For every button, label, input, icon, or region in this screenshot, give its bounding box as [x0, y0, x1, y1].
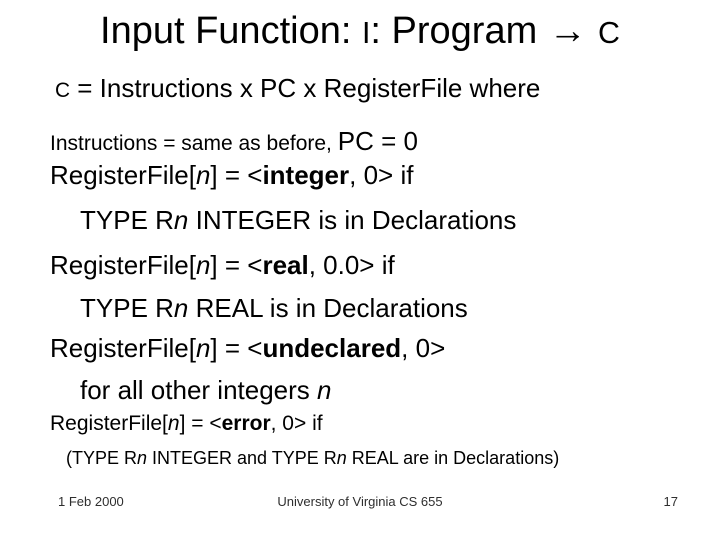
instructions-text: Instructions = same as before,	[50, 132, 338, 155]
configuration-symbol: C	[598, 16, 620, 50]
title-text-lead: Input Function:	[100, 10, 362, 52]
line-instructions-pc: Instructions = same as before, PC = 0	[50, 126, 418, 156]
text-segment: INTEGER and TYPE R	[147, 448, 337, 468]
line-registerfile-undeclared: RegisterFile[n] = <undeclared, 0>	[50, 333, 446, 363]
text-segment: INTEGER is in Declarations	[188, 205, 517, 235]
slide-page-number: 17	[663, 494, 678, 509]
var-n: n	[317, 375, 332, 405]
footer-course-label: University of Virginia CS 655	[277, 494, 443, 509]
line-type-integer-condition: TYPE Rn INTEGER is in Declarations	[80, 205, 517, 235]
text-segment: ] = <	[179, 412, 222, 435]
text-segment: TYPE R	[80, 293, 174, 323]
error-keyword: error	[221, 412, 271, 435]
pc-value-text: PC = 0	[337, 126, 418, 156]
var-n: n	[195, 333, 211, 363]
line-registerfile-error: RegisterFile[n] = <error, 0> if	[50, 412, 323, 435]
line-error-condition: (TYPE Rn INTEGER and TYPE Rn REAL are in…	[66, 448, 560, 468]
text-segment: , 0> if	[270, 412, 323, 435]
real-keyword: real	[262, 250, 309, 280]
slide-title: Input Function: I: Program→ C	[0, 11, 720, 51]
var-n: n	[137, 448, 148, 468]
text-segment: RegisterFile[	[50, 250, 196, 280]
title-text-mid: : Program	[370, 10, 538, 52]
text-segment: for all other integers	[80, 375, 318, 405]
integer-keyword: integer	[262, 160, 350, 190]
text-segment: REAL is in Declarations	[188, 293, 468, 323]
var-n: n	[336, 448, 347, 468]
line-type-real-condition: TYPE Rn REAL is in Declarations	[80, 293, 468, 323]
line-registerfile-real: RegisterFile[n] = <real, 0.0> if	[50, 250, 395, 280]
text-segment: RegisterFile[	[50, 160, 196, 190]
text-segment: (TYPE R	[66, 448, 138, 468]
definition-line-c: C = Instructions x PC x RegisterFile whe…	[55, 73, 541, 103]
text-segment: , 0> if	[349, 160, 414, 190]
input-function-symbol: I	[361, 16, 371, 50]
var-n: n	[173, 293, 189, 323]
line-all-other-integers: for all other integers n	[80, 375, 332, 405]
right-arrow-symbol: →	[548, 10, 587, 52]
text-segment: ] = <	[210, 250, 263, 280]
c-symbol: C	[55, 79, 71, 102]
var-n: n	[173, 205, 189, 235]
text-segment: REAL are in Declarations)	[346, 448, 560, 468]
text-segment: ] = <	[210, 333, 263, 363]
footer-date: 1 Feb 2000	[58, 494, 124, 509]
line-registerfile-integer: RegisterFile[n] = <integer, 0> if	[50, 160, 414, 190]
text-segment: RegisterFile[	[50, 333, 196, 363]
text-segment: RegisterFile[	[50, 412, 168, 435]
text-segment: , 0.0> if	[308, 250, 395, 280]
var-n: n	[167, 412, 180, 435]
definition-text: = Instructions x PC x RegisterFile where	[70, 73, 541, 103]
text-segment: TYPE R	[80, 205, 174, 235]
var-n: n	[195, 250, 211, 280]
var-n: n	[195, 160, 211, 190]
undeclared-keyword: undeclared	[262, 333, 402, 363]
text-segment: ] = <	[210, 160, 263, 190]
text-segment: , 0>	[401, 333, 446, 363]
